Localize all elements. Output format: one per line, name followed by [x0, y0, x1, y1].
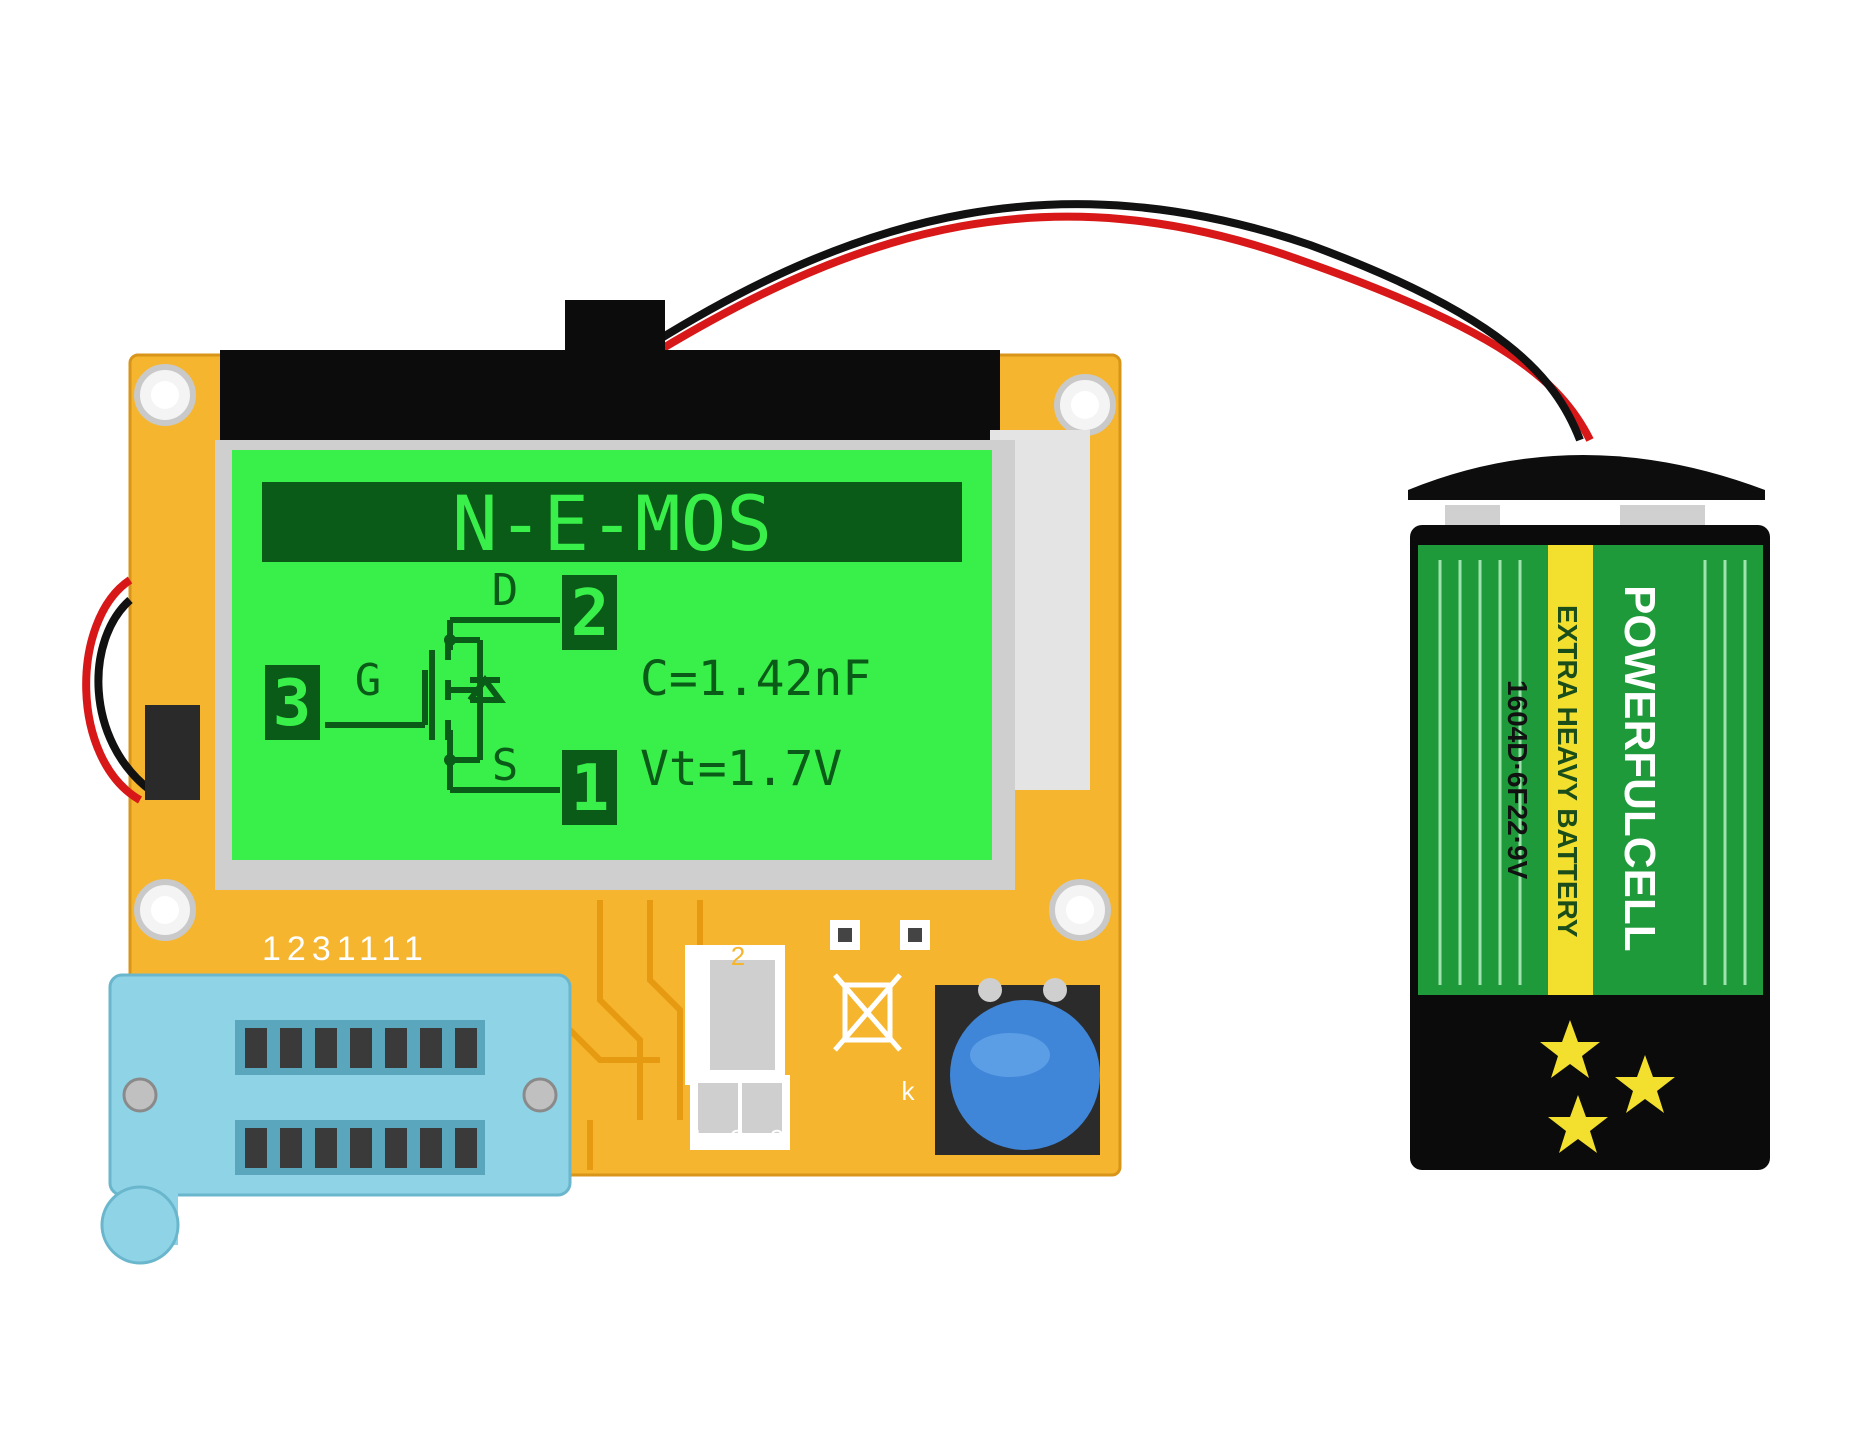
button-label: k: [902, 1076, 916, 1106]
battery-cable: [652, 200, 1594, 442]
test-pads: [685, 945, 790, 1150]
socket-pin-numbers: 1231111: [262, 930, 429, 968]
battery: [1408, 455, 1770, 1170]
zif-lever[interactable]: [100, 1175, 180, 1265]
star-icon: [1540, 1020, 1675, 1153]
pin-drain-number: 2: [571, 577, 610, 651]
board-wires: [82, 576, 200, 804]
label-source: S: [492, 740, 519, 791]
lcd-module: [215, 300, 1090, 890]
test-push-button[interactable]: [935, 978, 1100, 1155]
lcd-title: N-E-MOS: [452, 479, 772, 568]
zif-socket[interactable]: [108, 973, 572, 1197]
pad-number-2: 2: [730, 1124, 744, 1154]
capacitance-readout: C=1.42nF: [640, 651, 871, 707]
weee-bin-icon: [833, 973, 902, 1052]
pad-number-1: 1: [690, 1124, 704, 1154]
pin-box-source: [562, 750, 617, 825]
pin-gate-number: 3: [273, 667, 312, 741]
pin-source-number: 1: [571, 752, 610, 826]
label-drain: D: [492, 565, 519, 616]
threshold-voltage-readout: Vt=1.7V: [640, 741, 842, 797]
pad-top-number: 2: [731, 941, 745, 971]
battery-subtitle: EXTRA HEAVY BATTERY: [1552, 605, 1583, 938]
pin-box-gate: [265, 665, 320, 740]
battery-model: 1604D·6F22·9V: [1502, 680, 1533, 880]
label-gate: G: [355, 655, 382, 706]
pad-number-3: 3: [770, 1124, 784, 1154]
battery-brand: POWERFULCELL: [1615, 585, 1664, 952]
pin-box-drain: [562, 575, 617, 650]
lcd-title-bar: [262, 482, 962, 562]
